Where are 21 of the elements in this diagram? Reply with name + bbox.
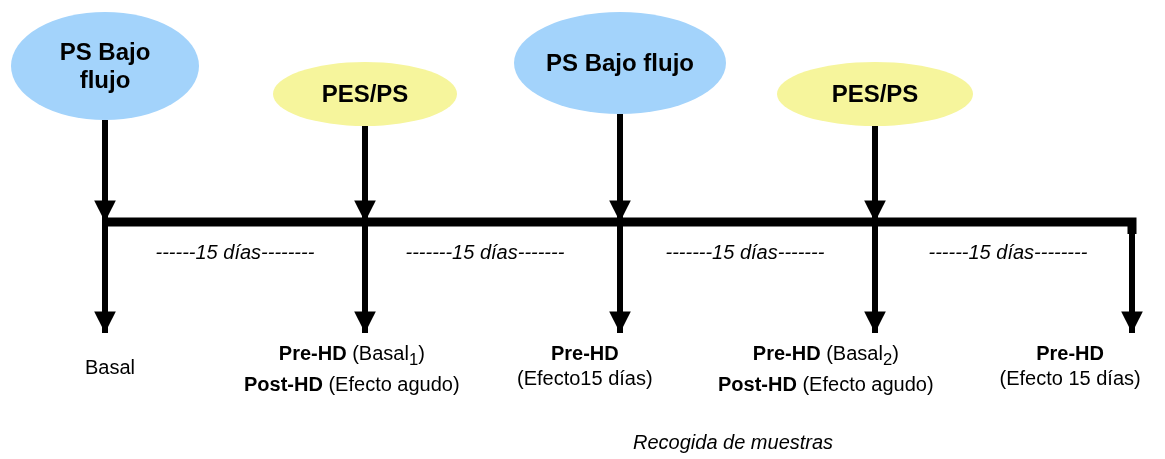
arrow [1121,222,1143,333]
sample-label: Pre-HD (Basal$_{1}$) [277,341,426,371]
interval-label: ------15 días-------- [155,240,315,264]
node-label: PES/PS [320,80,410,108]
sample-label: Pre-HD (Basal$_{2}$) [751,341,900,371]
arrow [94,120,116,222]
node-label: PS Bajo flujo [545,49,695,77]
caption-text: Recogida de muestras [633,430,834,454]
sample-label: (Efecto 15 días) [999,366,1141,391]
interval-label: -------15 días------- [405,240,565,264]
interval-label: -------15 días------- [665,240,825,264]
node-label: PES/PS [830,80,920,108]
sample-label: (Efecto15 días) [517,366,653,391]
interval-label: ------15 días-------- [928,240,1088,264]
node-label: PS Bajo flujo [58,38,152,94]
sample-label: Post-HD (Efecto agudo) [718,372,934,397]
sample-label: Post-HD (Efecto agudo) [244,372,460,397]
arrow [94,222,116,333]
sample-label: Pre-HD [1035,341,1105,366]
sample-label: Pre-HD [549,341,620,366]
sample-label: Basal [85,355,136,380]
